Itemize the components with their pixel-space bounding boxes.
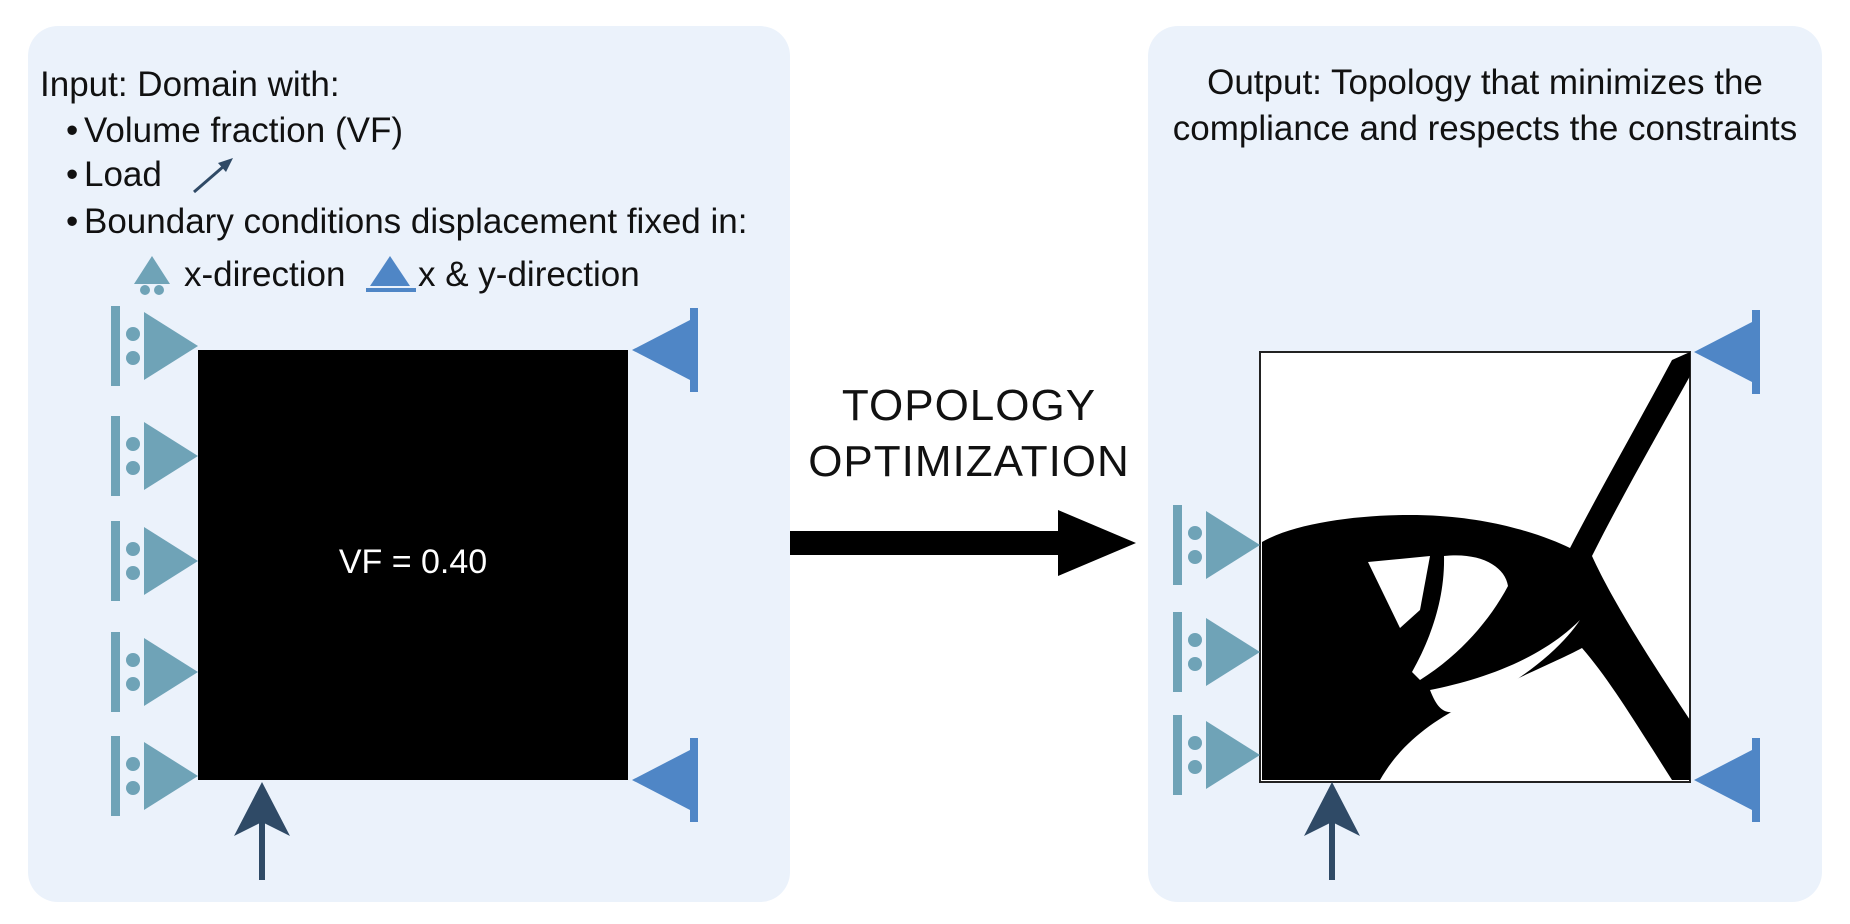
fixed-support-icon (632, 308, 698, 392)
process-arrow-icon (790, 510, 1136, 576)
fixed-support-icon (1694, 310, 1760, 394)
roller-support-icon (1173, 612, 1260, 692)
process-label-line1: TOPOLOGY (841, 381, 1097, 430)
legend-x-direction-label: x-direction (184, 255, 346, 294)
bullet-boundary-conditions: •Boundary conditions displacement fixed … (66, 202, 748, 241)
volume-fraction-label: VF = 0.40 (338, 543, 488, 581)
output-description: Output: Topology that minimizes the comp… (1172, 63, 1798, 148)
fixed-support-icon (632, 738, 698, 822)
process-label-line2: OPTIMIZATION (808, 437, 1130, 486)
process-label: TOPOLOGY OPTIMIZATION (790, 378, 1148, 490)
roller-support-icon (1173, 505, 1260, 585)
load-legend-arrow-icon (193, 158, 233, 194)
fixed-support-icon (1694, 738, 1760, 822)
roller-support-icon (111, 521, 198, 601)
roller-support-icon (111, 736, 198, 816)
bullet-volume-fraction-text: Volume fraction (VF) (84, 111, 403, 150)
roller-support-icon (1173, 715, 1260, 795)
roller-support-icon (111, 416, 198, 496)
optimized-topology (1259, 351, 1691, 783)
roller-support-icon (111, 306, 198, 386)
load-arrow-icon (234, 782, 290, 880)
bullet-boundary-conditions-text: Boundary conditions displacement fixed i… (84, 202, 748, 241)
bullet-volume-fraction: •Volume fraction (VF) (66, 111, 403, 150)
bullet-load: •Load (66, 155, 162, 194)
input-title: Input: Domain with: (40, 65, 340, 104)
legend-xy-direction-label: x & y-direction (418, 255, 640, 294)
design-domain (198, 350, 628, 780)
legend-fixed-support-icon (366, 256, 416, 292)
legend-roller-support-icon (134, 256, 170, 295)
roller-support-icon (111, 632, 198, 712)
load-arrow-icon (1304, 782, 1360, 880)
bullet-load-text: Load (84, 155, 162, 194)
